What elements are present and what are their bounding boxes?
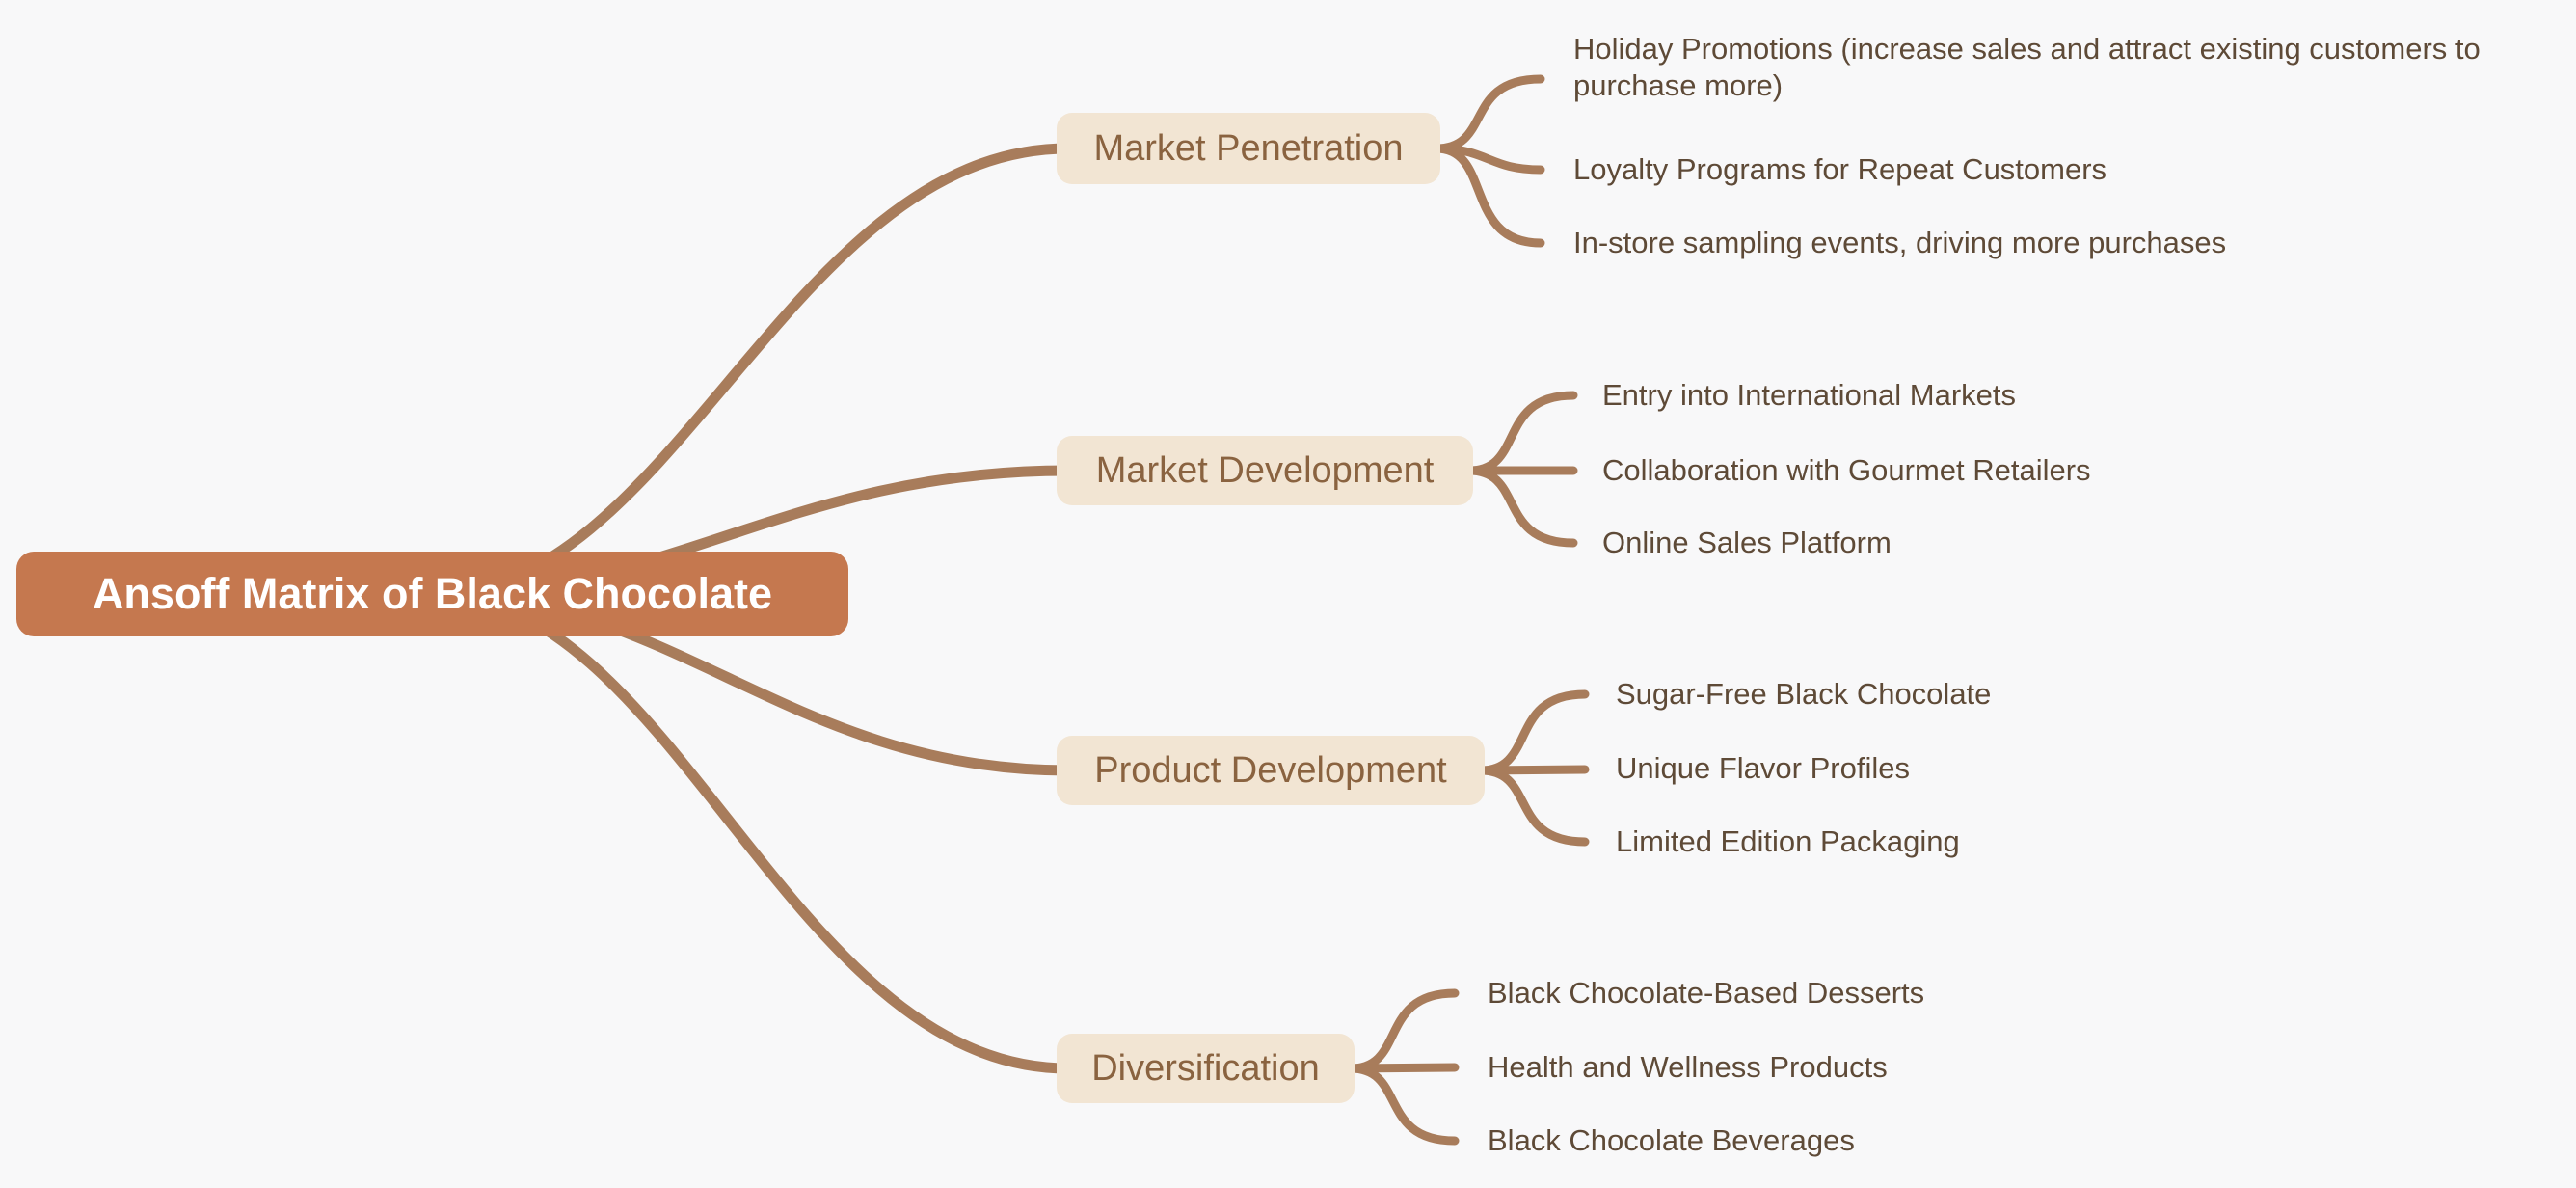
link-pd-leaf-3 — [1476, 766, 1590, 847]
branch-node-diversification[interactable]: Diversification — [1057, 1034, 1355, 1103]
leaf-loyalty-programs[interactable]: Loyalty Programs for Repeat Customers — [1573, 152, 2107, 186]
link-mp-leaf-3 — [1432, 144, 1545, 248]
link-root-diversification — [428, 588, 1074, 1074]
root-node-label: Ansoff Matrix of Black Chocolate — [92, 569, 773, 618]
link-mp-leaf-1 — [1432, 74, 1545, 153]
leaf-chocolate-beverages[interactable]: Black Chocolate Beverages — [1488, 1123, 1855, 1157]
link-md-leaf-1 — [1464, 391, 1578, 475]
root-node[interactable]: Ansoff Matrix of Black Chocolate — [16, 552, 848, 636]
branch-node-label: Market Development — [1095, 449, 1435, 491]
leaf-unique-flavor-profiles[interactable]: Unique Flavor Profiles — [1616, 751, 1910, 785]
leaf-gourmet-retailers[interactable]: Collaboration with Gourmet Retailers — [1602, 453, 2091, 487]
leaf-in-store-sampling[interactable]: In-store sampling events, driving more p… — [1573, 226, 2227, 259]
branch-node-market-development[interactable]: Market Development — [1057, 436, 1473, 505]
branch-node-label: Product Development — [1094, 749, 1447, 791]
link-pd-leaf-1 — [1476, 689, 1590, 775]
branch-node-label: Market Penetration — [1093, 127, 1404, 169]
leaf-international-markets[interactable]: Entry into International Markets — [1602, 378, 2017, 412]
leaf-online-sales-platform[interactable]: Online Sales Platform — [1602, 526, 1892, 559]
link-dv-leaf-3 — [1346, 1064, 1460, 1146]
leaf-limited-edition-packaging[interactable]: Limited Edition Packaging — [1616, 824, 1960, 858]
link-md-leaf-3 — [1464, 466, 1578, 548]
branch-node-market-penetration[interactable]: Market Penetration — [1057, 113, 1440, 184]
link-dv-leaf-1 — [1346, 988, 1460, 1073]
branch-node-product-development[interactable]: Product Development — [1057, 736, 1485, 805]
leaf-health-wellness-products[interactable]: Health and Wellness Products — [1488, 1050, 1888, 1084]
branch-node-label: Diversification — [1091, 1047, 1320, 1089]
leaf-chocolate-desserts[interactable]: Black Chocolate-Based Desserts — [1488, 976, 1925, 1010]
leaf-sugar-free-chocolate[interactable]: Sugar-Free Black Chocolate — [1616, 677, 1992, 711]
leaf-holiday-promotions[interactable]: Holiday Promotions (increase sales and a… — [1573, 32, 2481, 102]
